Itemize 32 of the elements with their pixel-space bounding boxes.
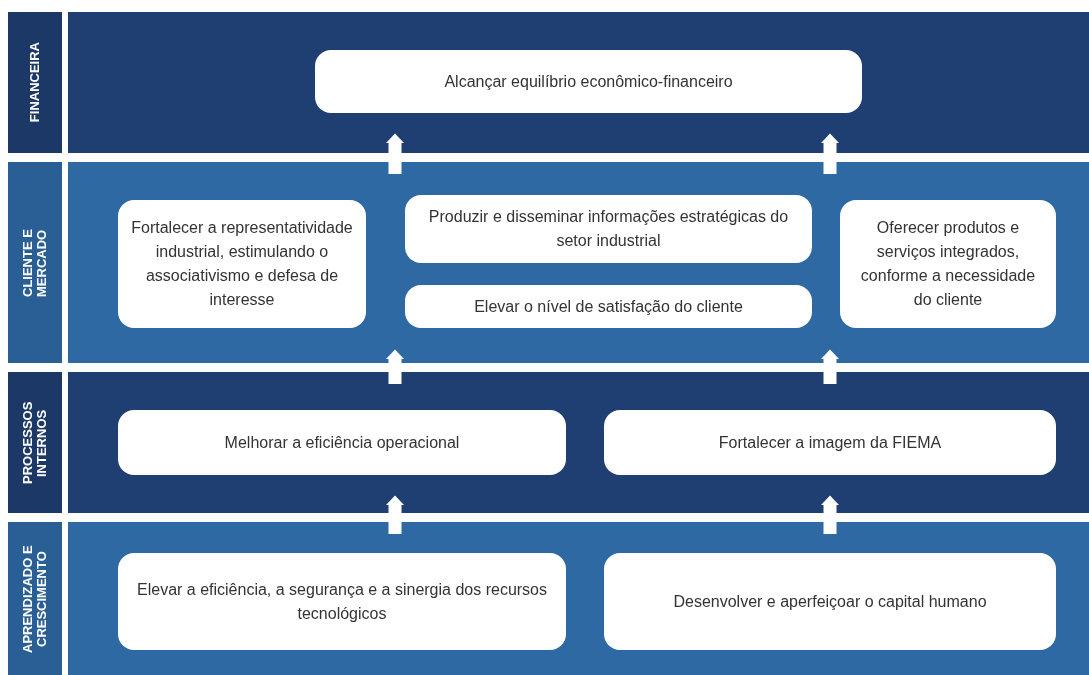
objective-box	[604, 410, 1056, 475]
perspective-label: FINANCEIRA	[28, 42, 42, 123]
perspective-band	[8, 12, 1089, 153]
block-arrow	[386, 133, 404, 174]
objective-text: Elevar a eficiência, a segurança e a sinergia dos recursos tecnológicos	[136, 579, 548, 624]
objective-box	[840, 200, 1056, 328]
objective-box	[405, 285, 812, 328]
objective-box	[315, 50, 862, 113]
objective-box	[118, 410, 566, 475]
objective-box	[405, 195, 812, 263]
perspective-band	[8, 522, 1089, 675]
perspective-band	[8, 162, 1089, 363]
objective-box	[118, 553, 566, 650]
block-arrow	[386, 495, 404, 534]
block-arrow	[821, 133, 839, 174]
objective-text: Oferecer produtos e serviços integrados, conforme a necessidade do cliente	[859, 218, 1037, 310]
perspective-band	[8, 372, 1089, 513]
objective-text: Fortalecer a representatividade industrial, estimulando o associativismo e defesa de interesse	[130, 218, 354, 310]
objective-text: Produzir e disseminar informações estratégicas do setor industrial	[427, 207, 790, 251]
block-arrow	[386, 349, 404, 384]
objective-box	[604, 553, 1056, 650]
perspective-label: APRENDIZADO E CRESCIMENTO	[21, 543, 49, 655]
objective-text: Elevar o nível de satisfação do cliente	[474, 296, 743, 317]
block-arrow	[821, 349, 839, 384]
block-arrow	[821, 495, 839, 534]
objective-text: Melhorar a eficiência operacional	[224, 432, 460, 453]
objective-text: Desenvolver e aperfeiçoar o capital humano	[673, 591, 987, 612]
objective-text: Alcançar equilíbrio econômico-financeiro	[444, 71, 733, 92]
perspective-label: PROCESSOS INTERNOS	[21, 400, 49, 486]
objective-box	[118, 200, 366, 328]
objective-text: Fortalecer a imagem da FIEMA	[718, 432, 942, 453]
perspective-label: CLIENTE E MERCADO	[21, 227, 49, 299]
